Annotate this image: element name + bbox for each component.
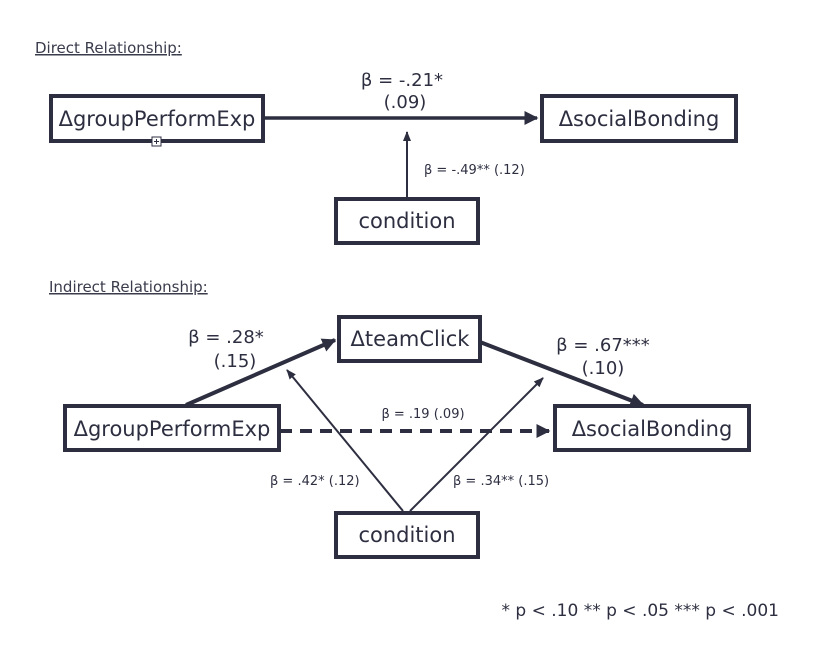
mediator-node: ΔteamClick [337,315,482,363]
direct-moderator-label: condition [358,209,455,233]
direct-source-node: ΔgroupPerformExp [49,94,265,143]
direct-target-node: ΔsocialBonding [540,94,738,143]
b-path-beta: β = .67*** [556,335,650,356]
b-path-se: (.10) [582,358,625,379]
indirect-target-label: ΔsocialBonding [572,417,733,441]
moderator-b-beta: β = .34** (.15) [453,474,549,489]
indirect-moderator-label: condition [358,523,455,547]
moderator-a-beta: β = .42* (.12) [270,474,360,489]
moderator-b-arrow [409,377,544,512]
direct-c-prime-beta: β = .19 (.09) [381,407,464,422]
direct-source-label: ΔgroupPerformExp [59,107,256,131]
moderator-a-arrow [286,369,404,512]
indirect-source-node: ΔgroupPerformExp [63,404,281,452]
indirect-source-label: ΔgroupPerformExp [74,417,271,441]
a-path-arrow [185,338,337,407]
indirect-moderator-node: condition [334,511,480,559]
direct-target-label: ΔsocialBonding [559,107,720,131]
direct-moderator-node: condition [334,197,480,245]
indirect-target-node: ΔsocialBonding [553,404,751,452]
expand-icon[interactable] [151,136,162,147]
a-path-se: (.15) [214,351,257,372]
direct-path-se: (.09) [384,92,427,113]
direct-section-title: Direct Relationship: [35,39,182,57]
mediator-label: ΔteamClick [351,327,471,351]
significance-footnote: * p < .10 ** p < .05 *** p < .001 [502,601,779,621]
direct-moderator-beta: β = -.49** (.12) [424,163,525,178]
a-path-beta: β = .28* [188,327,264,348]
indirect-section-title: Indirect Relationship: [49,278,208,296]
direct-path-beta: β = -.21* [361,70,443,91]
b-path-arrow [479,340,645,407]
